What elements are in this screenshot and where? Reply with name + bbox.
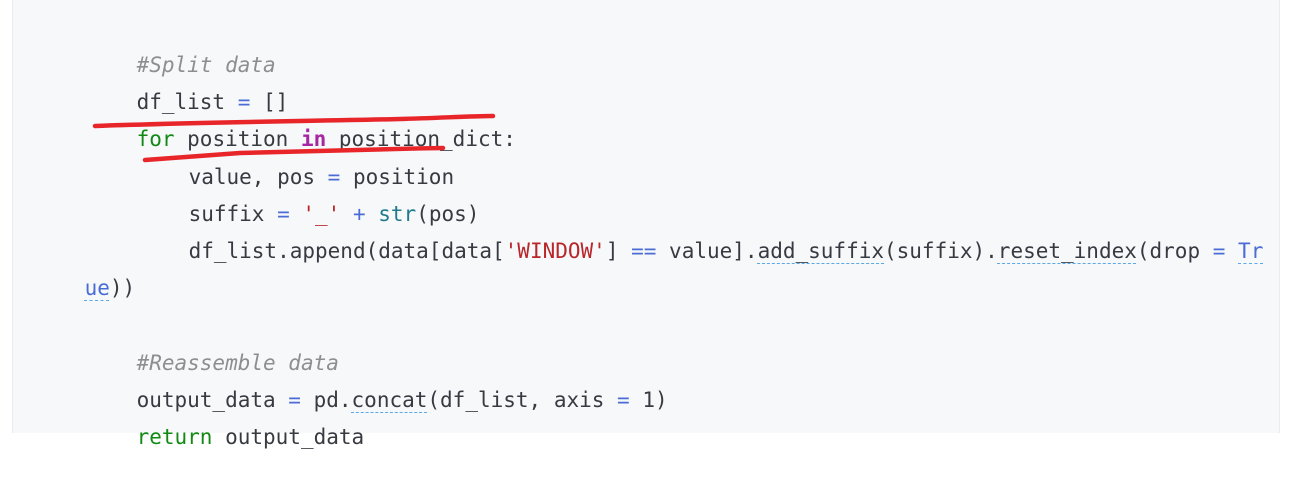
code-text: (suffix).	[884, 239, 998, 263]
keyword-return: return	[136, 425, 213, 449]
operator: =	[275, 388, 314, 412]
literal-true-start: Tr	[1238, 239, 1264, 263]
code-text: df_list.append(data[data[	[188, 239, 505, 263]
identifier: suffix	[188, 202, 265, 226]
string-literal: 'WINDOW'	[504, 239, 606, 263]
code-line-comment-split: #Split data	[86, 10, 276, 77]
unpack-targets: value, pos	[188, 165, 316, 189]
code-line-output: output_data = pd.concat(df_list, axis = …	[86, 345, 668, 412]
empty-list: []	[263, 90, 289, 114]
string-literal: '_'	[302, 202, 341, 226]
operator: =	[1212, 239, 1226, 263]
method-add-suffix: add_suffix	[757, 239, 884, 263]
code-text: pd.	[313, 388, 352, 412]
code-text: value].	[656, 239, 758, 263]
code-line-wrap: ue))	[34, 233, 136, 300]
code-text: (df_list, axis	[427, 388, 618, 412]
code-line-return: return output_data	[86, 382, 365, 449]
code-text: (drop	[1136, 239, 1213, 263]
comment-split-data: #Split data	[136, 53, 276, 77]
comment-reassemble-data: #Reassemble data	[136, 351, 339, 375]
return-value: output_data	[212, 425, 365, 449]
operator: =	[315, 165, 353, 189]
method-concat: concat	[351, 388, 428, 412]
operator: =	[617, 388, 630, 412]
code-line-suffix: suffix = '_' + str(pos)	[138, 159, 480, 226]
method-reset-index: reset_index	[997, 239, 1137, 263]
operator: =	[264, 202, 303, 226]
code-line-append: df_list.append(data[data['WINDOW'] == va…	[138, 196, 1264, 263]
code-line-df-list: df_list = []	[86, 47, 289, 114]
closing-parens: ))	[109, 276, 136, 300]
identifier: output_data	[136, 388, 276, 412]
identifier: df_list	[136, 90, 226, 114]
code-line-for: for position in position_dict:	[86, 84, 516, 151]
operator: ==	[631, 239, 657, 263]
call-args: (pos)	[416, 202, 480, 226]
code-block	[12, 0, 1280, 433]
operator: =	[225, 90, 264, 114]
code-text	[1225, 239, 1238, 263]
builtin-function: str	[378, 202, 417, 226]
operator: +	[340, 202, 379, 226]
unpack-source: position	[352, 165, 455, 189]
literal-true-end: ue	[84, 276, 110, 300]
code-text: 1)	[629, 388, 668, 412]
code-text: ]	[605, 239, 632, 263]
code-line-unpack: value, pos = position	[138, 122, 455, 189]
code-line-comment-reassemble: #Reassemble data	[86, 308, 339, 375]
